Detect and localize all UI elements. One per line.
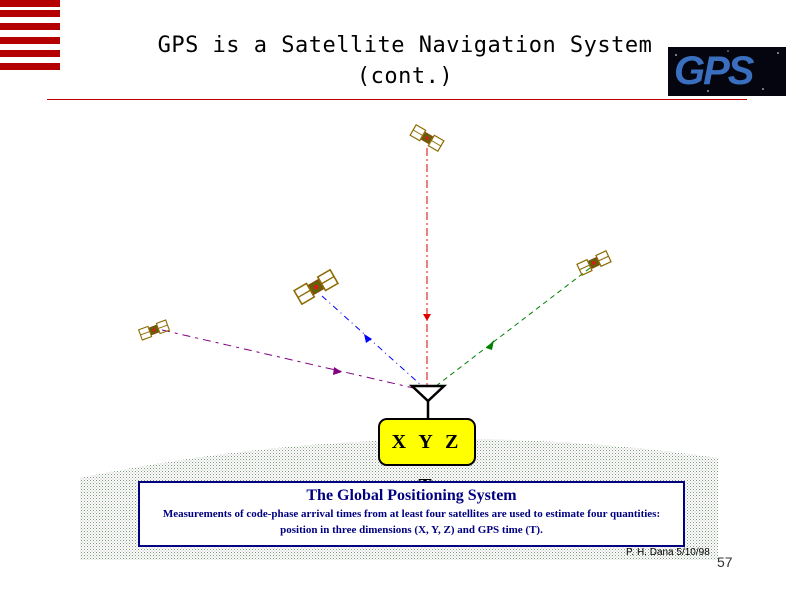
logo-text: GPS — [674, 49, 754, 93]
title-line-2: (cont.) — [356, 64, 454, 89]
caption-title: The Global Positioning System — [306, 487, 517, 504]
page-number: 57 — [717, 554, 733, 570]
stripe — [0, 37, 60, 44]
signal-right — [435, 267, 591, 387]
stripe — [0, 63, 60, 70]
author-credit: P. H. Dana 5/10/98 — [626, 547, 710, 558]
stripe — [0, 23, 60, 30]
arrow-icon — [364, 334, 372, 343]
caption-body: Measurements of code-phase arrival times… — [162, 508, 661, 536]
stripe — [0, 10, 60, 17]
arrow-icon — [423, 314, 431, 321]
satellite-icon — [138, 319, 170, 341]
caption-box: The Global Positioning System Measuremen… — [138, 481, 685, 547]
stripe — [0, 0, 60, 7]
satellite-icon — [409, 124, 445, 152]
gps-logo: GPS — [668, 47, 786, 96]
title-divider — [47, 99, 747, 100]
title-line-1: GPS is a Satellite Navigation System — [157, 33, 653, 58]
receiver-box: X Y Z T — [378, 418, 476, 497]
stripe — [0, 50, 60, 57]
antenna-icon — [408, 384, 448, 418]
arrow-icon — [333, 367, 342, 375]
signal-left — [161, 329, 419, 390]
satellite-icon — [293, 269, 339, 305]
stars-icon — [675, 50, 779, 92]
satellite-icon — [576, 250, 612, 276]
slide-title: GPS is a Satellite Navigation System (co… — [100, 30, 710, 92]
arrow-icon — [486, 340, 494, 350]
